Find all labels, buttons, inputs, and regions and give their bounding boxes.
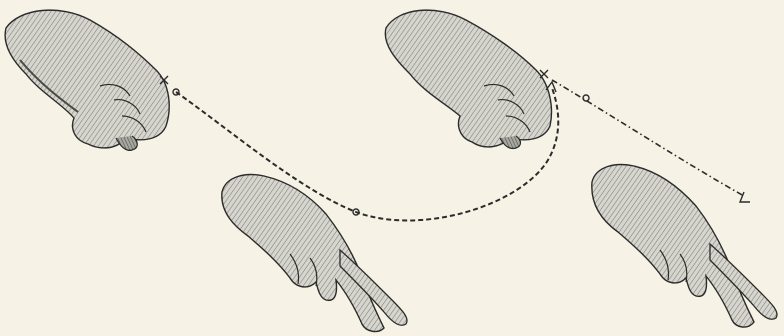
- left-fist-thumb: [116, 136, 137, 150]
- right-pointing-hand: [592, 165, 777, 328]
- right-fist-thumb: [500, 136, 521, 149]
- left-fist-forearm: [5, 10, 169, 148]
- right-cross-marker: [540, 70, 548, 78]
- middle-hand-body: [222, 175, 384, 332]
- right-hand-body: [592, 165, 754, 328]
- right-fist-hand: [385, 10, 551, 148]
- right-circle-marker: [583, 95, 589, 101]
- left-fist-hand: [5, 10, 169, 150]
- middle-pointing-hand: [222, 175, 407, 332]
- right-end-arrow-marker: [740, 192, 750, 202]
